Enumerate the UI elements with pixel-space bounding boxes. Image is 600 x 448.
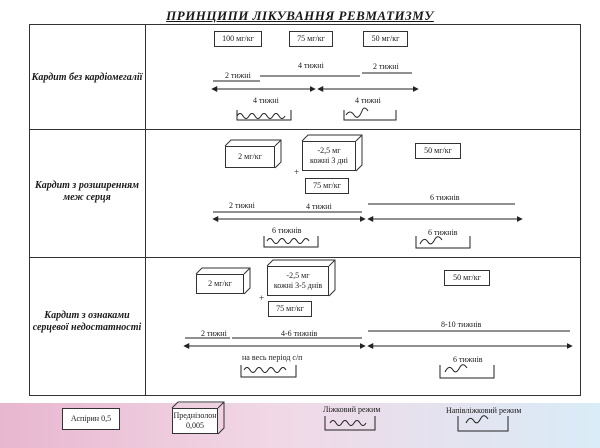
row-divider-1 [29,129,581,130]
taper-box: -2,5 мг кожні 3-5 днів [266,259,336,297]
row-divider-2 [29,257,581,258]
box-3d-edges [171,401,225,435]
row-label-line: Кардит з ознаками [44,310,130,321]
prednisolone-box: 2 мг/кг [195,267,251,295]
legend-prednisolone-box: Преднізолон 0,005 [171,401,225,435]
row-label-line: меж серця [63,192,111,203]
box-3d-edges [301,134,363,172]
prednisolone-dose: 2 мг/кг [208,279,232,288]
final-dose-box: 50 мг/кг [444,270,490,286]
legend-aspirin-box: Аспірин 0,5 [62,408,120,430]
prednisolone-box: 2 мг/кг [224,139,282,169]
legend-half-bed-squiggle [465,415,489,424]
legend-prednisolone-line: 0,005 [186,421,204,430]
dose-box-50: 50 мг/кг [363,31,408,47]
legend-half-bed-label: Напівліжковий режим [446,406,522,415]
legend-bracket [324,416,376,431]
row-label-line: Кардит з розширенням [34,180,140,191]
taper-box: -2,5 мг кожні 3 дні [301,134,363,172]
regimen-label: 6 тижнів [453,355,483,364]
final-dose-box: 50 мг/кг [415,143,461,159]
box-3d-edges [224,139,282,169]
legend-bed-rest-squiggle [329,420,367,426]
duration-label: 4-6 тижнів [281,329,318,338]
legend-prednisolone-line: Преднізолон [173,411,217,420]
regimen-label: 6 тижнів [272,226,302,235]
duration-label: 6 тижнів [430,193,460,202]
duration-label: 2 тижні [225,71,251,80]
duration-label: 2 тижні [201,329,227,338]
plus-sign: + [294,167,300,177]
regimen-label: на весь період с/п [242,353,303,362]
column-divider [145,24,146,396]
scheme-table [29,24,581,396]
duration-label: 4 тижні [306,202,332,211]
duration-label: 2 тижні [373,62,399,71]
legend-bracket [457,416,509,432]
taper-line: кожні 3-5 днів [273,281,323,290]
taper-line: кожні 3 дні [310,156,348,165]
duration-label: 4 тижні [298,61,324,70]
row-label-enlarged-heart: Кардит з розширенням меж серця [30,180,144,204]
box-3d-edges [266,259,336,297]
duration-label: 2 тижні [229,201,255,210]
aspirin-dose-box: 75 мг/кг [268,301,312,317]
prednisolone-dose: 2 мг/кг [238,152,262,161]
box-3d-edges [195,267,251,295]
plus-sign: + [259,293,265,303]
page-title: ПРИНЦИПИ ЛІКУВАННЯ РЕВМАТИЗМУ [166,8,434,23]
row-label-no-cardiomegaly: Кардит без кардіомегалії [31,72,143,83]
regimen-label: 6 тижнів [428,228,458,237]
taper-line: -2,5 мг [286,271,310,280]
row-label-heart-failure: Кардит з ознаками серцевої недостатності [30,310,144,334]
regimen-label: 4 тижні [355,96,381,105]
dose-box-75: 75 мг/кг [289,31,333,47]
duration-label: 8-10 тижнів [441,320,482,329]
legend-bed-rest-label: Ліжковий режим [323,405,381,414]
dose-box-100: 100 мг/кг [214,31,262,47]
aspirin-dose-box: 75 мг/кг [305,178,349,194]
row-label-line: серцевої недостатності [32,322,142,333]
taper-line: -2,5 мг [317,146,341,155]
regimen-label: 4 тижні [253,96,279,105]
